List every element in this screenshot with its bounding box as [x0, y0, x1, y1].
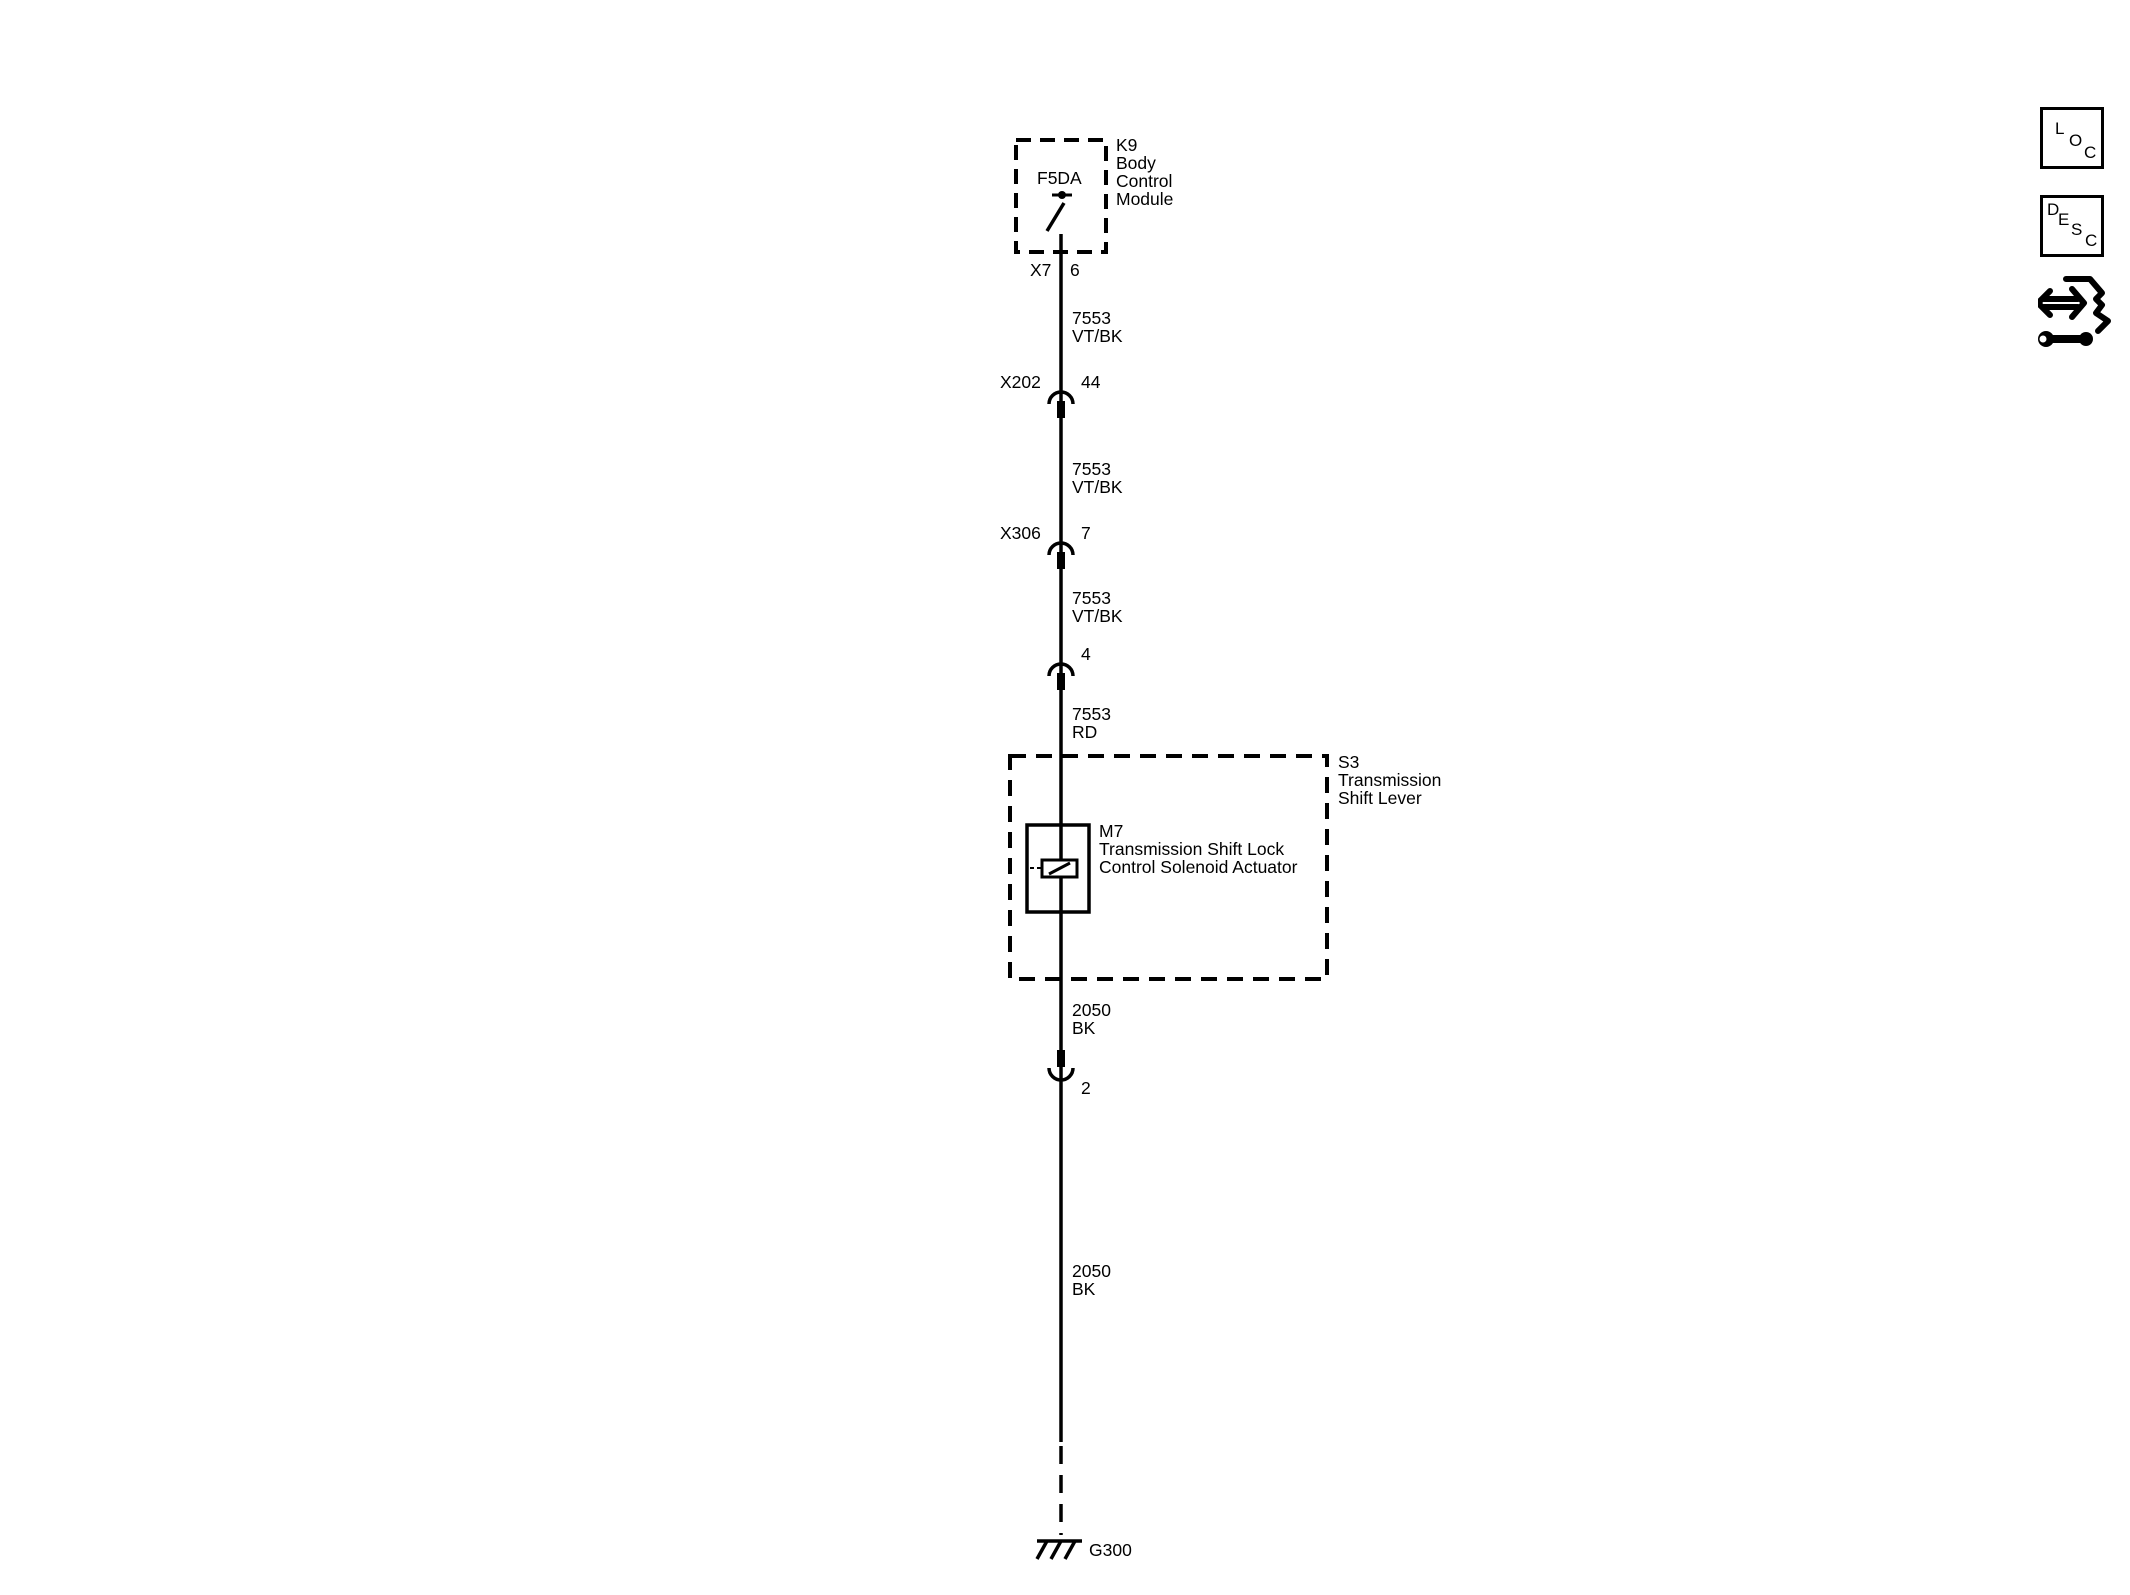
wire-1-number: 7553: [1072, 308, 1111, 328]
wire-4-number: 7553: [1072, 704, 1111, 724]
connector-pin-2-pin: 2: [1081, 1078, 1091, 1098]
desc-button[interactable]: D E S C: [2040, 195, 2104, 257]
loc-button[interactable]: L O C: [2040, 107, 2104, 169]
wire-6-number: 2050: [1072, 1261, 1111, 1281]
module-id: K9: [1116, 135, 1137, 155]
loc-letter-c: C: [2084, 143, 2097, 162]
connector-x202[interactable]: [1047, 390, 1075, 418]
wire-6-color: BK: [1072, 1279, 1096, 1299]
module-name-line-2: Control: [1116, 171, 1172, 191]
connector-pin-2[interactable]: [1047, 1050, 1075, 1082]
wire-5-number: 2050: [1072, 1000, 1111, 1020]
solenoid-id: M7: [1099, 821, 1123, 841]
connector-top-pin: 6: [1070, 260, 1080, 280]
connector-x202-id: X202: [1000, 372, 1041, 392]
connector-x306-id: X306: [1000, 523, 1041, 543]
connector-x306-pin: 7: [1081, 523, 1091, 543]
solenoid-m7[interactable]: [1025, 823, 1091, 914]
shift-lever-id: S3: [1338, 752, 1359, 772]
switch-label: F5DA: [1037, 168, 1082, 188]
desc-letter-s: S: [2071, 220, 2083, 239]
desc-letter-d: D: [2047, 200, 2060, 219]
shift-lever-name-line-1: Transmission: [1338, 770, 1441, 790]
wire-3-number: 7553: [1072, 588, 1111, 608]
connector-pin-4[interactable]: [1047, 662, 1075, 690]
connector-pin-4-pin: 4: [1081, 644, 1091, 664]
connector-x202-pin: 44: [1081, 372, 1101, 392]
connector-x306[interactable]: [1047, 541, 1075, 569]
ground-id: G300: [1089, 1540, 1132, 1560]
solenoid-name-line-1: Transmission Shift Lock: [1099, 839, 1284, 859]
loc-letter-o: O: [2069, 131, 2083, 150]
ground-icon: [1035, 1539, 1082, 1560]
wire-1-color: VT/BK: [1072, 326, 1123, 346]
connector-top-id: X7: [1030, 260, 1051, 280]
wire-4-color: RD: [1072, 722, 1097, 742]
loc-letter-l: L: [2055, 119, 2065, 138]
switch-symbol: [1045, 191, 1072, 232]
shift-lever-s3-box[interactable]: [1008, 754, 1329, 981]
desc-letter-c: C: [2085, 231, 2098, 250]
desc-letter-e: E: [2058, 210, 2070, 229]
wire-3-color: VT/BK: [1072, 606, 1123, 626]
module-name-line-1: Body: [1116, 153, 1156, 173]
wire-5-color: BK: [1072, 1018, 1096, 1038]
service-icon[interactable]: [2038, 275, 2118, 353]
module-name-line-3: Module: [1116, 189, 1173, 209]
wire-2-number: 7553: [1072, 459, 1111, 479]
wire-2-color: VT/BK: [1072, 477, 1123, 497]
shift-lever-name-line-2: Shift Lever: [1338, 788, 1422, 808]
solenoid-name-line-2: Control Solenoid Actuator: [1099, 857, 1298, 877]
